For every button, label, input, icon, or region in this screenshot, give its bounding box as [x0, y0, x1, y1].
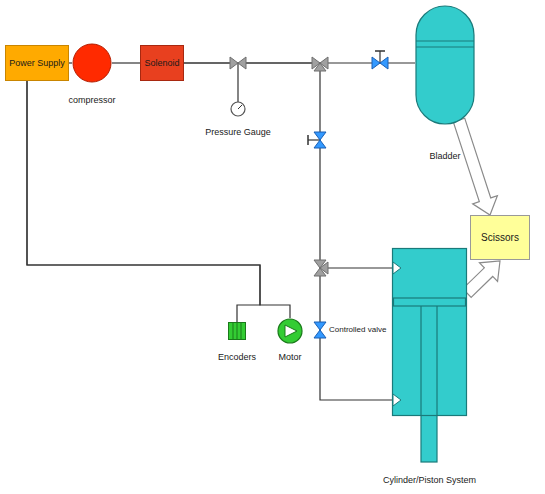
- bladder-shape: [415, 5, 475, 125]
- encoder-stripe: [237, 323, 238, 339]
- pipe-line: [320, 267, 392, 268]
- pipe-line: [112, 62, 140, 63]
- bladder-body: [416, 6, 474, 124]
- scissors-box: Scissors: [470, 215, 530, 260]
- text-holder: compressor: [66, 95, 118, 105]
- node-text: Scissors: [481, 232, 519, 244]
- pipe-line: [27, 81, 290, 318]
- hand-valve: [308, 132, 326, 148]
- text-holder: Encoders: [216, 352, 259, 362]
- cylinder-rod-inner: [436, 306, 437, 416]
- text-holder: Motor: [276, 352, 304, 362]
- node-text: Motor: [278, 352, 301, 362]
- node-text: Solenoid: [144, 58, 179, 68]
- power-supply-box: Power Supply: [5, 45, 69, 81]
- pipe-line: [184, 63, 392, 400]
- part-label: Controlled valve: [329, 325, 386, 334]
- solenoid-box: Solenoid: [140, 45, 184, 81]
- cylinder-port: [393, 394, 401, 406]
- bladder-band: [416, 40, 474, 41]
- text-holder: Bladder: [415, 151, 475, 161]
- node-text: Cylinder/Piston System: [383, 475, 476, 485]
- hand-valve: [372, 51, 388, 69]
- compressor-circle: compressor: [66, 43, 118, 105]
- motor-shape: [277, 318, 303, 344]
- bladder-band: [416, 46, 474, 47]
- encoder-body: [229, 323, 246, 340]
- part-label: Pressure Gauge: [205, 127, 271, 137]
- encoder-block: Encoders: [216, 322, 259, 362]
- motor-circle: Motor: [276, 318, 304, 362]
- controlled-valve: [314, 322, 326, 338]
- node-text: Encoders: [218, 352, 256, 362]
- node-text: Power Supply: [9, 58, 65, 68]
- cylinder-shape: [392, 248, 467, 463]
- piston-plate: [394, 298, 466, 306]
- three-way-valve: [312, 57, 328, 71]
- pipe-line: [69, 62, 72, 63]
- cylinder-piston: Cylinder/Piston System: [381, 248, 479, 485]
- node-text: compressor: [68, 95, 115, 105]
- block-arrow: [453, 118, 497, 215]
- node-text: Bladder: [429, 151, 460, 161]
- compressor-body: [73, 44, 111, 82]
- encoder-stripe: [233, 323, 234, 339]
- block-arrow: [463, 261, 500, 297]
- bladder-tank: Bladder: [415, 5, 475, 161]
- three-way-valve: [314, 260, 328, 276]
- encoder-shape: [228, 322, 246, 340]
- compressor-shape: [72, 43, 112, 83]
- cylinder-body: [393, 249, 467, 416]
- motor-symbol: [285, 325, 297, 337]
- cylinder-port: [393, 262, 401, 274]
- gauge-valve: [230, 57, 246, 116]
- cylinder-rod-inner: [420, 306, 421, 416]
- motor-body: [278, 319, 302, 343]
- pipe-line: [27, 81, 260, 322]
- text-holder: Cylinder/Piston System: [381, 475, 479, 485]
- encoder-stripe: [241, 323, 242, 339]
